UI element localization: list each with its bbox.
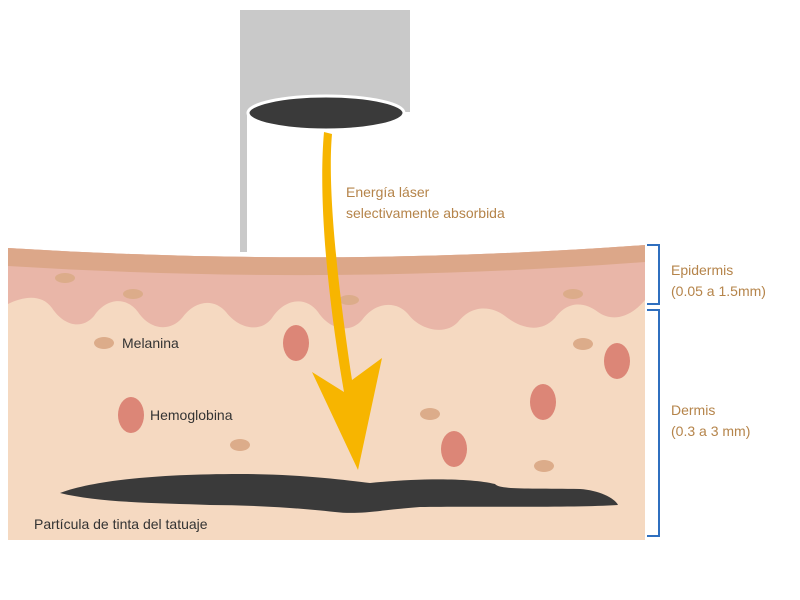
melanin-label: Melanina: [122, 335, 179, 351]
melanin-granules: [55, 273, 593, 472]
laser-handpiece: [240, 10, 410, 252]
epidermis-bracket: [647, 244, 660, 305]
hemoglobin-cell: [118, 397, 144, 433]
laser-energy-label-line1: Energía láser: [346, 184, 430, 200]
dermis-bracket: [647, 309, 660, 537]
hemoglobin-cell: [283, 325, 309, 361]
melanin-granule: [230, 439, 250, 451]
hemoglobin-cells: [118, 325, 630, 467]
melanin-granule: [420, 408, 440, 420]
dermis-label: Dermis: [671, 402, 716, 418]
hemoglobin-cell: [530, 384, 556, 420]
melanin-granule: [339, 295, 359, 305]
tattoo-ink-label: Partícula de tinta del tatuaje: [34, 516, 208, 532]
epidermis-range-label: (0.05 a 1.5mm): [671, 283, 766, 299]
melanin-granule: [534, 460, 554, 472]
tattoo-ink-particle: [60, 474, 618, 513]
melanin-granule: [55, 273, 75, 283]
laser-beam-arrow: [312, 132, 382, 470]
laser-handpiece-stand: [240, 112, 247, 252]
laser-lens: [246, 94, 406, 132]
melanin-granule: [563, 289, 583, 299]
hemoglobin-label: Hemoglobina: [150, 407, 233, 423]
melanin-granule: [94, 337, 114, 349]
dermis-range-label: (0.3 a 3 mm): [671, 423, 751, 439]
melanin-granule: [123, 289, 143, 299]
melanin-granule: [573, 338, 593, 350]
laser-energy-label-line2: selectivamente absorbida: [346, 205, 505, 221]
epidermis-label: Epidermis: [671, 262, 734, 278]
hemoglobin-cell: [604, 343, 630, 379]
hemoglobin-cell: [441, 431, 467, 467]
